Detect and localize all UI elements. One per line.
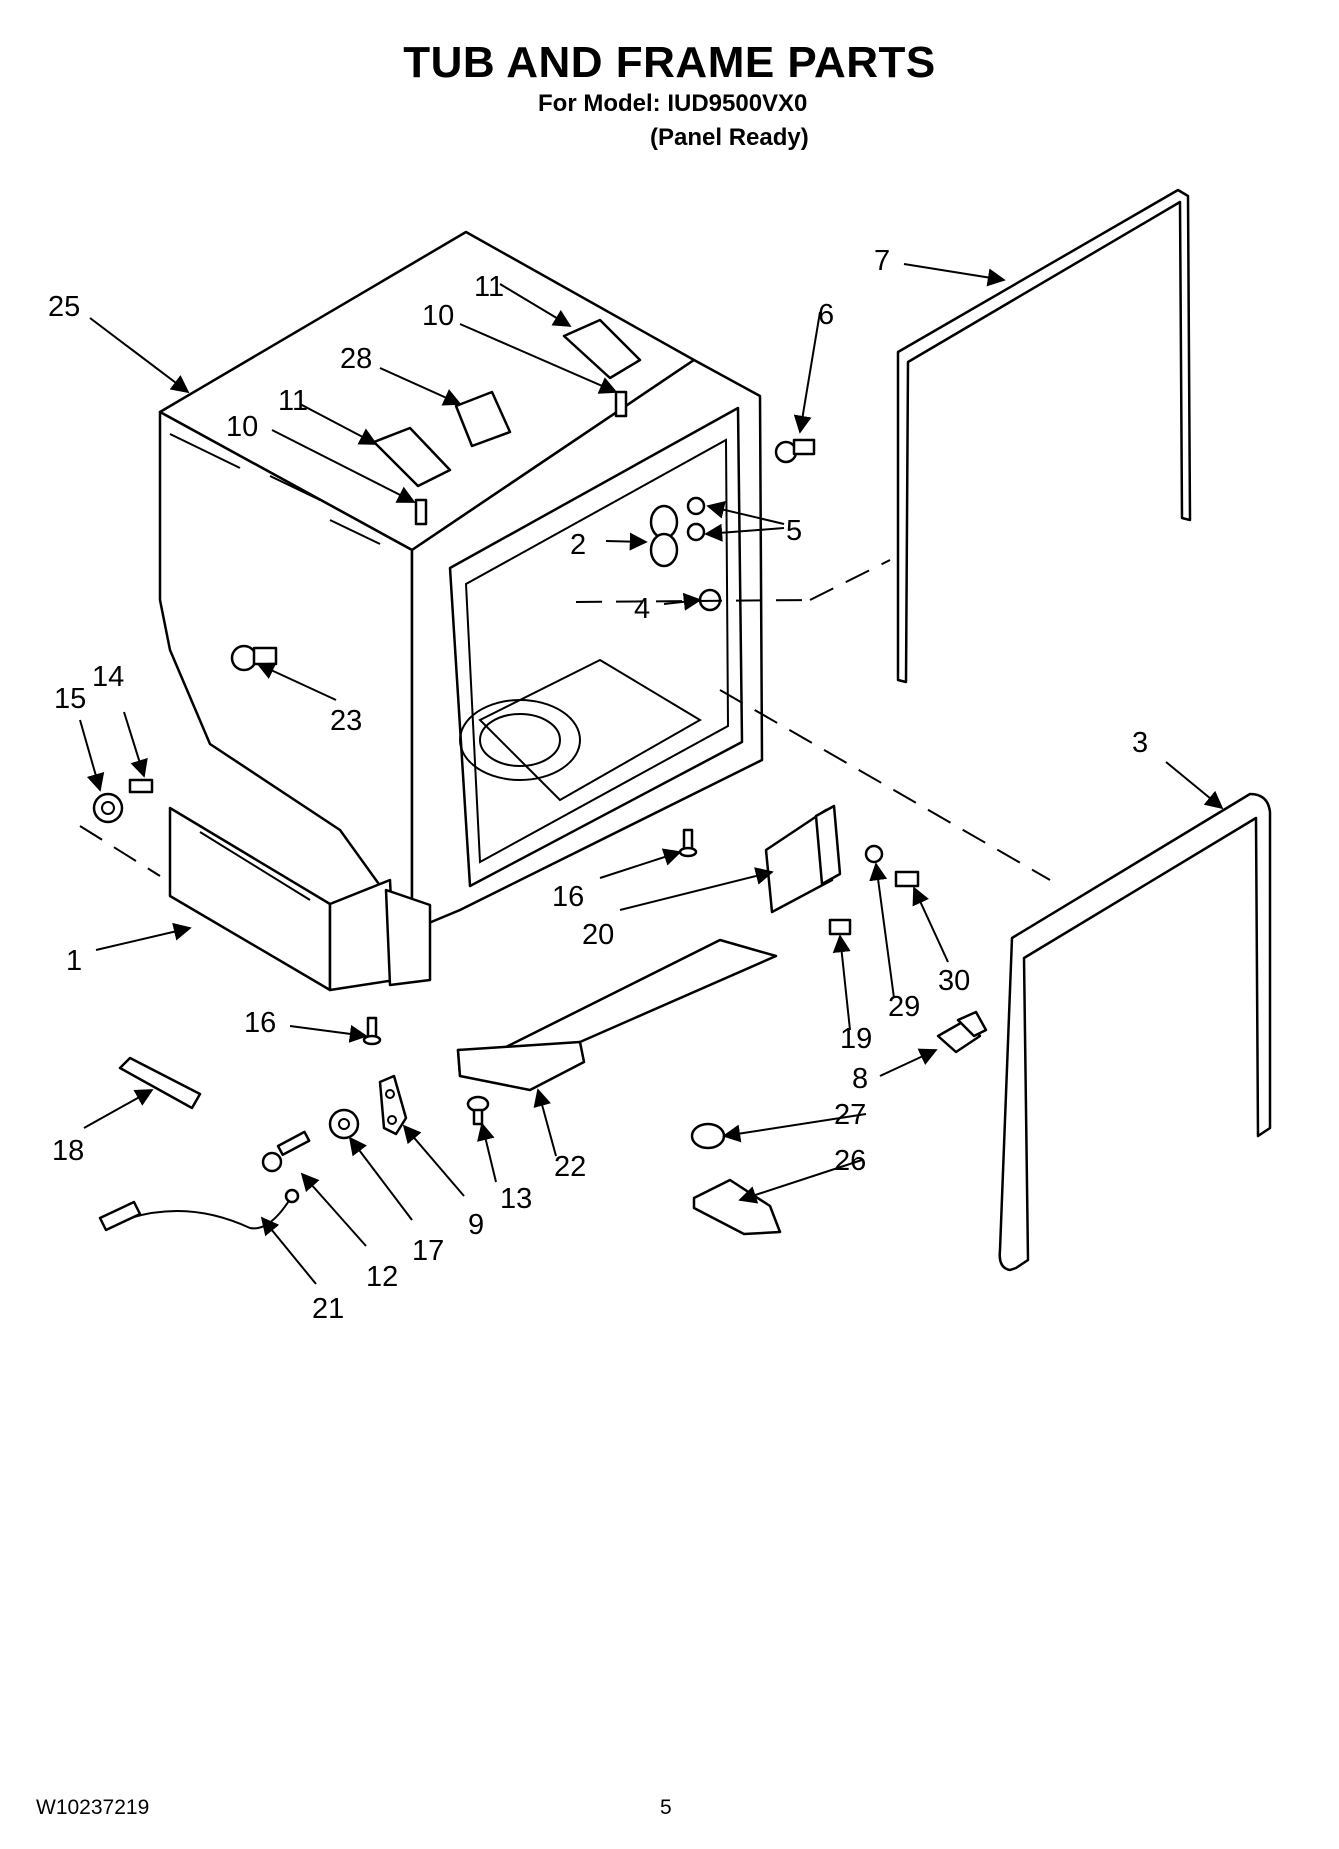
callout-22: 22 (554, 1151, 586, 1183)
model-variant: (Panel Ready) (650, 124, 809, 151)
leader-lines (79, 263, 1224, 1285)
page-number: 5 (660, 1796, 672, 1819)
door-gasket-strip (575, 188, 1192, 684)
callout-2: 2 (570, 529, 586, 561)
left-hardware (79, 778, 161, 877)
callout-23: 23 (330, 705, 362, 737)
page-title: TUB AND FRAME PARTS (403, 38, 936, 87)
callout-14: 14 (92, 661, 124, 693)
callout-10: 10 (226, 411, 258, 443)
callout-19: 19 (840, 1023, 872, 1055)
callout-7: 7 (874, 245, 890, 277)
small-parts-left (98, 1056, 408, 1232)
small-parts-right (362, 828, 988, 1236)
callout-16: 16 (552, 881, 584, 913)
callout-10: 10 (422, 300, 454, 332)
tub-body (158, 230, 764, 992)
callout-20: 20 (582, 919, 614, 951)
toe-panel (456, 938, 778, 1092)
callout-15: 15 (54, 683, 86, 715)
callout-28: 28 (340, 343, 372, 375)
callout-27: 27 (834, 1099, 866, 1131)
callout-17: 17 (412, 1235, 444, 1267)
callout-30: 30 (938, 965, 970, 997)
front-brackets (764, 804, 920, 936)
callout-11: 11 (278, 385, 308, 417)
callout-8: 8 (852, 1063, 868, 1095)
tub-gasket (719, 689, 1272, 1272)
callout-21: 21 (312, 1293, 344, 1325)
callout-3: 3 (1132, 727, 1148, 759)
callout-13: 13 (500, 1183, 532, 1215)
model-line: For Model: IUD9500VX0 (538, 90, 808, 117)
callout-29: 29 (888, 991, 920, 1023)
callout-6: 6 (818, 299, 834, 331)
callout-5: 5 (786, 515, 802, 547)
callout-11: 11 (474, 271, 504, 303)
callout-18: 18 (52, 1135, 84, 1167)
callout-4: 4 (634, 593, 650, 625)
top-brackets (372, 318, 642, 526)
callout-9: 9 (468, 1209, 484, 1241)
callout-labels: 25 11 10 28 11 10 7 6 2 5 4 23 15 14 3 1… (48, 245, 1148, 1325)
document-number: W10237219 (36, 1796, 150, 1819)
callout-12: 12 (366, 1261, 398, 1293)
callout-25: 25 (48, 291, 80, 323)
callout-16: 16 (244, 1007, 276, 1039)
callout-26: 26 (834, 1145, 866, 1177)
door-hardware (230, 438, 816, 672)
callout-1: 1 (66, 945, 82, 977)
